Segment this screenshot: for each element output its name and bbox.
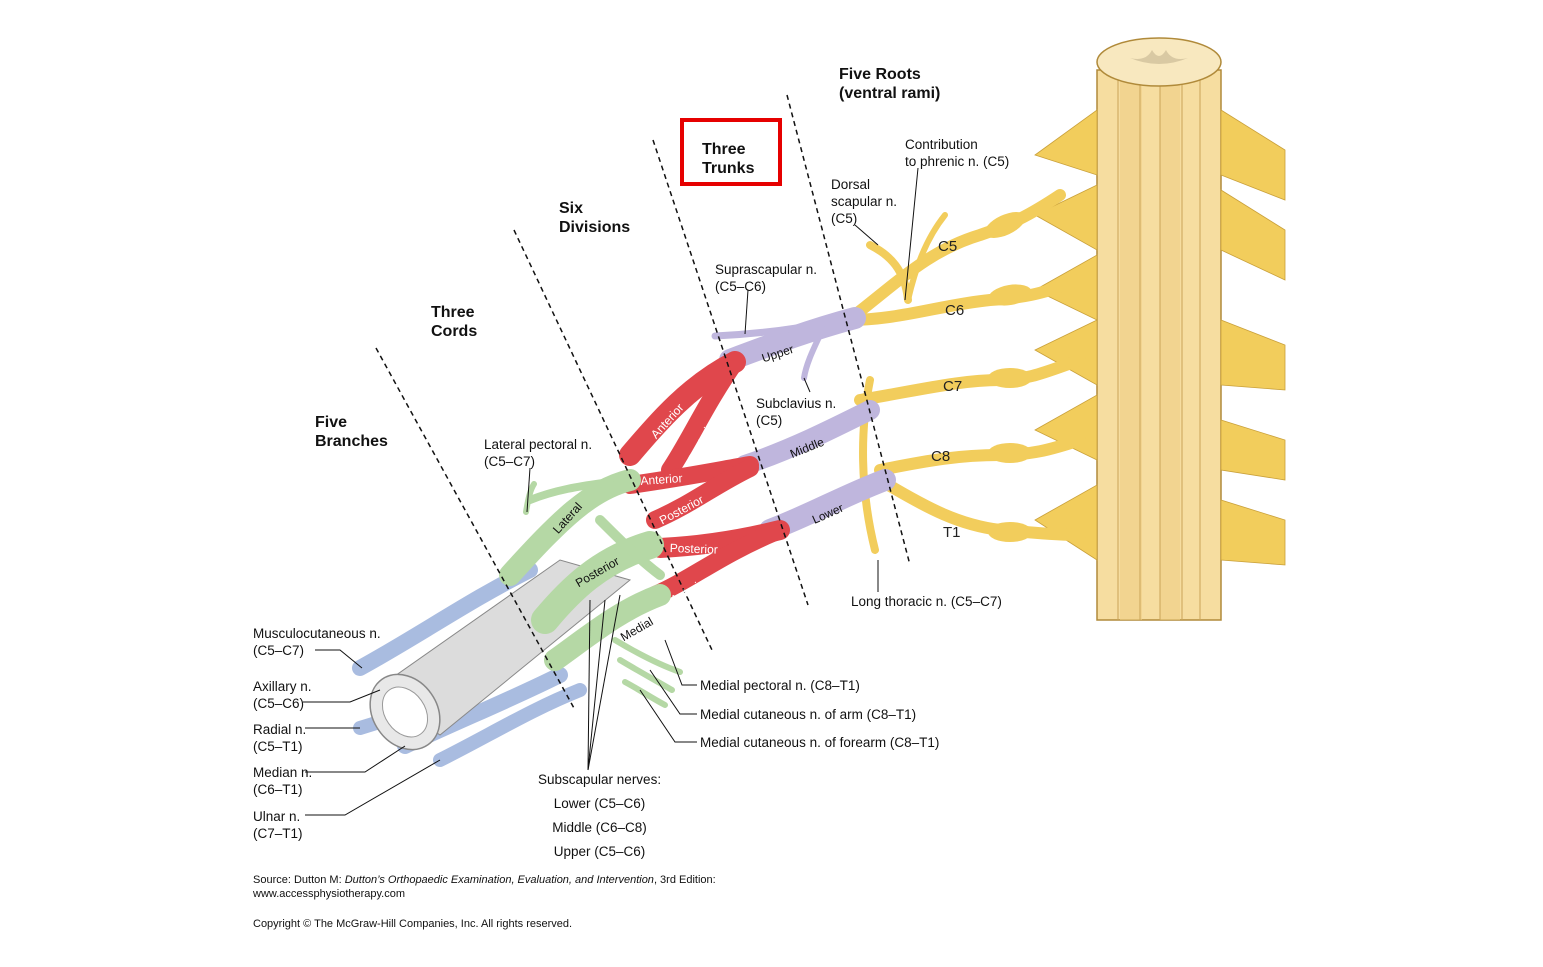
label-ulnar-line2: (C7–T1) (253, 826, 303, 841)
label-ulnar: Ulnar n. (C7–T1) (253, 808, 303, 842)
label-ulnar-line1: Ulnar n. (253, 809, 301, 824)
label-suprascapular: Suprascapular n. (C5–C6) (715, 261, 817, 295)
label-dorsal-scapular-line2: scapular n. (831, 194, 898, 209)
label-phrenic-line2: to phrenic n. (C5) (905, 154, 1010, 169)
label-subclavius-line2: (C5) (756, 413, 783, 428)
label-radial-line2: (C5–T1) (253, 739, 303, 754)
source-suffix: , 3rd Edition: (653, 874, 716, 886)
label-dorsal-scapular-line3: (C5) (831, 211, 858, 226)
label-subscapular-lower: Lower (C5–C6) (553, 796, 646, 811)
title-three-trunks: Three Trunks (702, 140, 754, 178)
title-five-roots: Five Roots (ventral rami) (839, 65, 940, 103)
title-six-divisions: Six Divisions (559, 199, 630, 237)
label-subscapular-title: Subscapular nerves: (538, 772, 662, 787)
source-citation: Source: Dutton M: Dutton’s Orthopaedic E… (253, 874, 716, 887)
title-six-divisions-line1: Six (559, 200, 584, 217)
leader-lines (303, 167, 919, 816)
title-six-divisions-line2: Divisions (559, 219, 631, 236)
label-lateral-pectoral: Lateral pectoral n. (C5–C7) (484, 436, 592, 470)
title-five-branches-line2: Branches (315, 433, 388, 450)
segment-label-posterior-3: Posterior (669, 541, 719, 557)
rootlets (1034, 109, 1286, 566)
source-title: Dutton’s Orthopaedic Examination, Evalua… (344, 874, 654, 886)
label-radial: Radial n. (C5–T1) (253, 721, 306, 755)
root-label-c5: C5 (938, 238, 958, 255)
root-ganglia (984, 212, 1032, 542)
label-subclavius-line1: Subclavius n. (756, 396, 837, 411)
title-three-cords: Three Cords (431, 303, 477, 341)
label-subclavius: Subclavius n. (C5) (756, 395, 836, 429)
label-medial-pectoral: Medial pectoral n. (C8–T1) (700, 678, 860, 693)
copyright: Copyright © The McGraw-Hill Companies, I… (253, 918, 573, 930)
label-dorsal-scapular-line1: Dorsal (831, 177, 871, 192)
highlight-box (680, 118, 782, 186)
title-three-cords-line1: Three (431, 304, 475, 321)
label-musculocutaneous-line1: Musculocutaneous n. (253, 626, 381, 641)
source-prefix: Source: Dutton M: (253, 874, 345, 886)
label-long-thoracic: Long thoracic n. (C5–C7) (851, 594, 1002, 609)
label-median: Median n. (C6–T1) (253, 764, 312, 798)
label-subscapular-middle: Middle (C6–C8) (552, 820, 647, 835)
title-three-cords-line2: Cords (431, 323, 478, 340)
spinal-cord (1096, 37, 1222, 621)
label-medial-cutaneous-arm: Medial cutaneous n. of arm (C8–T1) (700, 707, 917, 722)
boundary-lines (375, 94, 911, 711)
label-medial-cutaneous-forearm: Medial cutaneous n. of forearm (C8–T1) (700, 735, 940, 750)
cords (499, 469, 683, 708)
label-subscapular-upper: Upper (C5–C6) (553, 844, 646, 859)
root-label-c8: C8 (931, 448, 951, 465)
label-lateral-pectoral-line2: (C5–C7) (484, 454, 536, 469)
label-subscapular: Subscapular nerves: Lower (C5–C6) Middle… (538, 771, 661, 860)
label-radial-line1: Radial n. (253, 722, 307, 737)
label-axillary: Axillary n. (C5–C6) (253, 678, 312, 712)
segment-label-anterior-2: Anterior (640, 471, 683, 488)
label-musculocutaneous: Musculocutaneous n. (C5–C7) (253, 625, 381, 659)
root-label-c7: C7 (943, 378, 963, 395)
title-five-branches: Five Branches (315, 413, 388, 451)
label-phrenic: Contribution to phrenic n. (C5) (905, 136, 1009, 170)
title-five-roots-line2: (ventral rami) (839, 85, 941, 102)
title-five-roots-line1: Five Roots (839, 66, 921, 83)
label-lateral-pectoral-line1: Lateral pectoral n. (484, 437, 593, 452)
label-median-line2: (C6–T1) (253, 782, 303, 797)
label-suprascapular-line2: (C5–C6) (715, 279, 767, 294)
label-dorsal-scapular: Dorsal scapular n. (C5) (831, 176, 897, 227)
source-url: www.accessphysiotherapy.com (253, 888, 406, 900)
title-three-trunks-line2: Trunks (702, 160, 755, 177)
label-axillary-line1: Axillary n. (253, 679, 312, 694)
label-suprascapular-line1: Suprascapular n. (715, 262, 818, 277)
title-five-branches-line1: Five (315, 414, 348, 431)
label-musculocutaneous-line2: (C5–C7) (253, 643, 305, 658)
root-label-c6: C6 (945, 302, 965, 319)
root-label-t1: T1 (943, 524, 961, 541)
label-axillary-line2: (C5–C6) (253, 696, 305, 711)
title-three-trunks-line1: Three (702, 141, 746, 158)
label-phrenic-line1: Contribution (905, 137, 978, 152)
label-median-line1: Median n. (253, 765, 313, 780)
roots (842, 189, 1086, 554)
divisions (619, 351, 790, 604)
